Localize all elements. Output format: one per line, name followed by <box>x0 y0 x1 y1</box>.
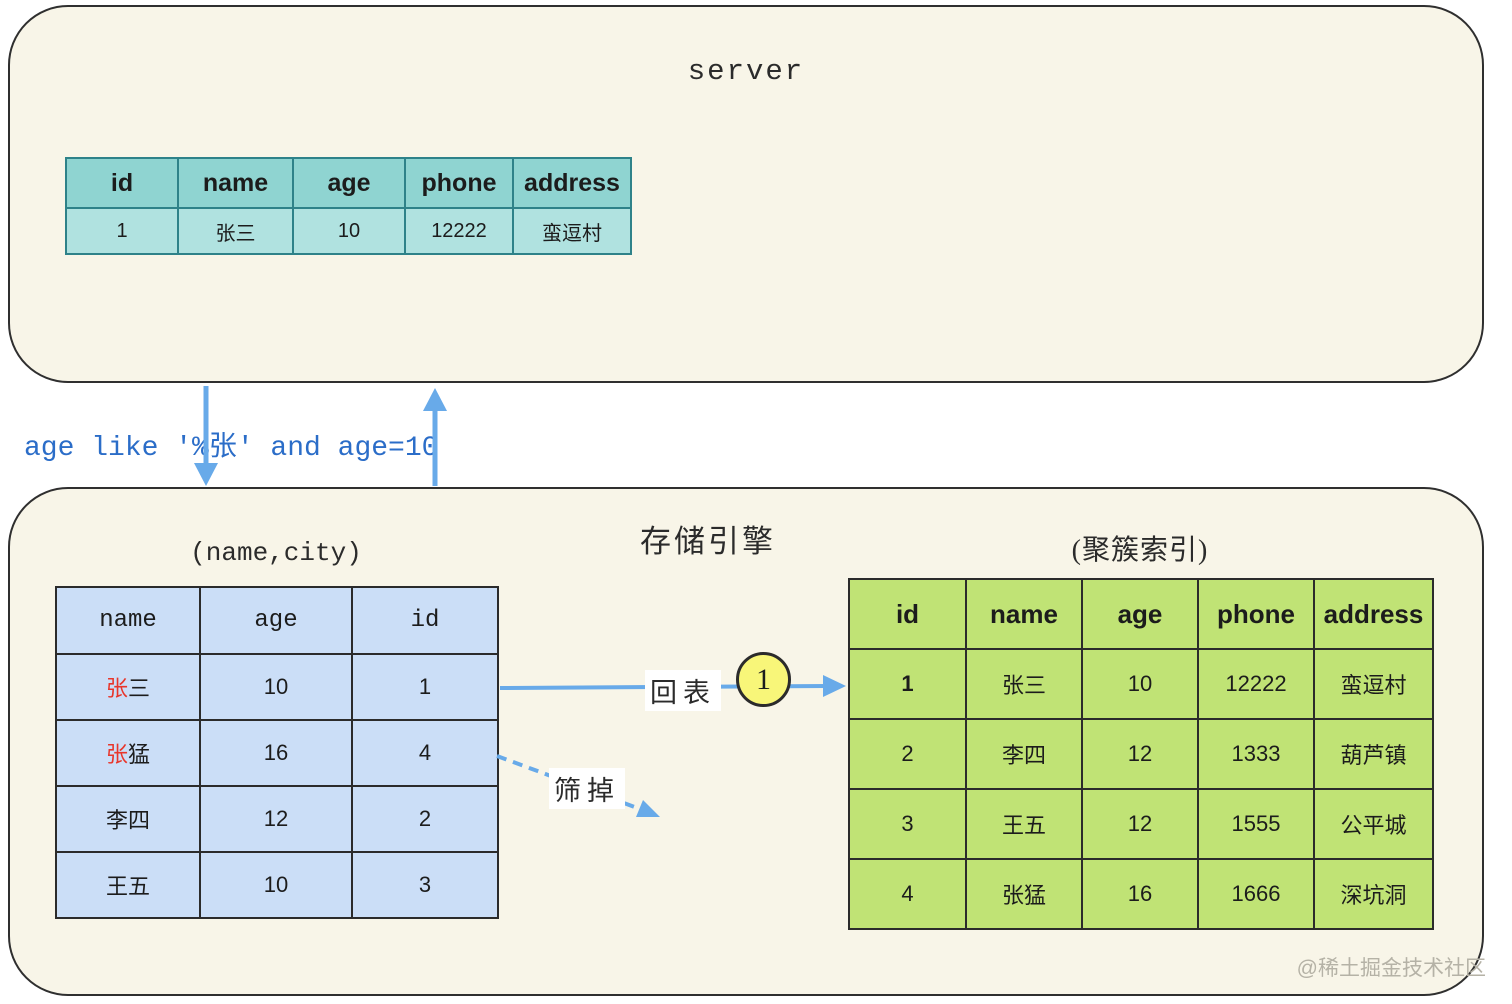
cell-id: 4 <box>849 859 966 929</box>
cell: 张三 <box>966 649 1082 719</box>
table-row: 1 张三 10 12222 蛮逗村 <box>66 208 631 254</box>
cell: 1333 <box>1198 719 1314 789</box>
cell: 王五 <box>966 789 1082 859</box>
watermark: @稀土掘金技术社区 <box>1297 952 1486 982</box>
table-row: 4 张猛 16 1666 深坑洞 <box>849 859 1433 929</box>
back-to-table-label: 回表 <box>645 670 721 711</box>
col-header: id <box>849 579 966 649</box>
cell-name: 张猛 <box>56 720 200 786</box>
cell: 10 <box>1082 649 1198 719</box>
col-header: phone <box>405 158 513 208</box>
cell: 1666 <box>1198 859 1314 929</box>
col-header: address <box>1314 579 1433 649</box>
cell-id: 1 <box>352 654 498 720</box>
col-header: name <box>56 587 200 654</box>
cell: 蛮逗村 <box>513 208 631 254</box>
cell-id: 2 <box>849 719 966 789</box>
name-highlight: 张 <box>106 676 128 701</box>
col-header: age <box>293 158 405 208</box>
table-row: 李四 12 2 <box>56 786 498 852</box>
cell-id: 4 <box>352 720 498 786</box>
cell-age: 10 <box>200 852 352 918</box>
name-rest: 三 <box>128 676 150 701</box>
secondary-index-table: name age id 张三 10 1 张猛 16 4 李四 12 2 王五 1… <box>55 586 499 919</box>
filter-out-label: 筛掉 <box>549 768 625 809</box>
cell-id: 3 <box>849 789 966 859</box>
cell: 16 <box>1082 859 1198 929</box>
col-header: age <box>200 587 352 654</box>
cell: 1 <box>66 208 178 254</box>
cell-id: 3 <box>352 852 498 918</box>
col-header: age <box>1082 579 1198 649</box>
col-header: phone <box>1198 579 1314 649</box>
query-down-arrowhead <box>194 463 218 486</box>
cell-age: 16 <box>200 720 352 786</box>
cell: 蛮逗村 <box>1314 649 1433 719</box>
clustered-index-title: (聚簇索引) <box>848 528 1432 568</box>
table-row: 王五 10 3 <box>56 852 498 918</box>
col-header: id <box>352 587 498 654</box>
table-row: 张猛 16 4 <box>56 720 498 786</box>
cell: 李四 <box>966 719 1082 789</box>
col-header: address <box>513 158 631 208</box>
cell: 12 <box>1082 789 1198 859</box>
table-header-row: name age id <box>56 587 498 654</box>
table-row: 张三 10 1 <box>56 654 498 720</box>
cell-name: 张三 <box>56 654 200 720</box>
cell-name: 王五 <box>56 852 200 918</box>
col-header: name <box>966 579 1082 649</box>
clustered-index-table: id name age phone address 1 张三 10 12222 … <box>848 578 1434 930</box>
table-header-row: id name age phone address <box>849 579 1433 649</box>
name-rest: 猛 <box>128 742 150 767</box>
table-row: 3 王五 12 1555 公平城 <box>849 789 1433 859</box>
cell-age: 12 <box>200 786 352 852</box>
table-header-row: id name age phone address <box>66 158 631 208</box>
name-highlight: 张 <box>106 742 128 767</box>
cell: 1555 <box>1198 789 1314 859</box>
cell-id: 1 <box>849 649 966 719</box>
cell-id: 2 <box>352 786 498 852</box>
cell: 12 <box>1082 719 1198 789</box>
result-up-arrowhead <box>423 388 447 411</box>
col-header: name <box>178 158 293 208</box>
storage-engine-title: 存储引擎 <box>640 516 776 561</box>
query-condition-label: age like '%张' and age=10 <box>24 424 438 464</box>
cell: 10 <box>293 208 405 254</box>
cell: 12222 <box>1198 649 1314 719</box>
cell: 张三 <box>178 208 293 254</box>
cell: 深坑洞 <box>1314 859 1433 929</box>
server-box-title: server <box>10 55 1482 88</box>
table-row: 2 李四 12 1333 葫芦镇 <box>849 719 1433 789</box>
col-header: id <box>66 158 178 208</box>
secondary-index-title: (name,city) <box>55 538 497 568</box>
table-row: 1 张三 10 12222 蛮逗村 <box>849 649 1433 719</box>
cell: 葫芦镇 <box>1314 719 1433 789</box>
cell-name: 李四 <box>56 786 200 852</box>
cell-age: 10 <box>200 654 352 720</box>
step-badge: 1 <box>736 652 791 707</box>
cell: 12222 <box>405 208 513 254</box>
server-table: id name age phone address 1 张三 10 12222 … <box>65 157 632 255</box>
cell: 公平城 <box>1314 789 1433 859</box>
cell: 张猛 <box>966 859 1082 929</box>
